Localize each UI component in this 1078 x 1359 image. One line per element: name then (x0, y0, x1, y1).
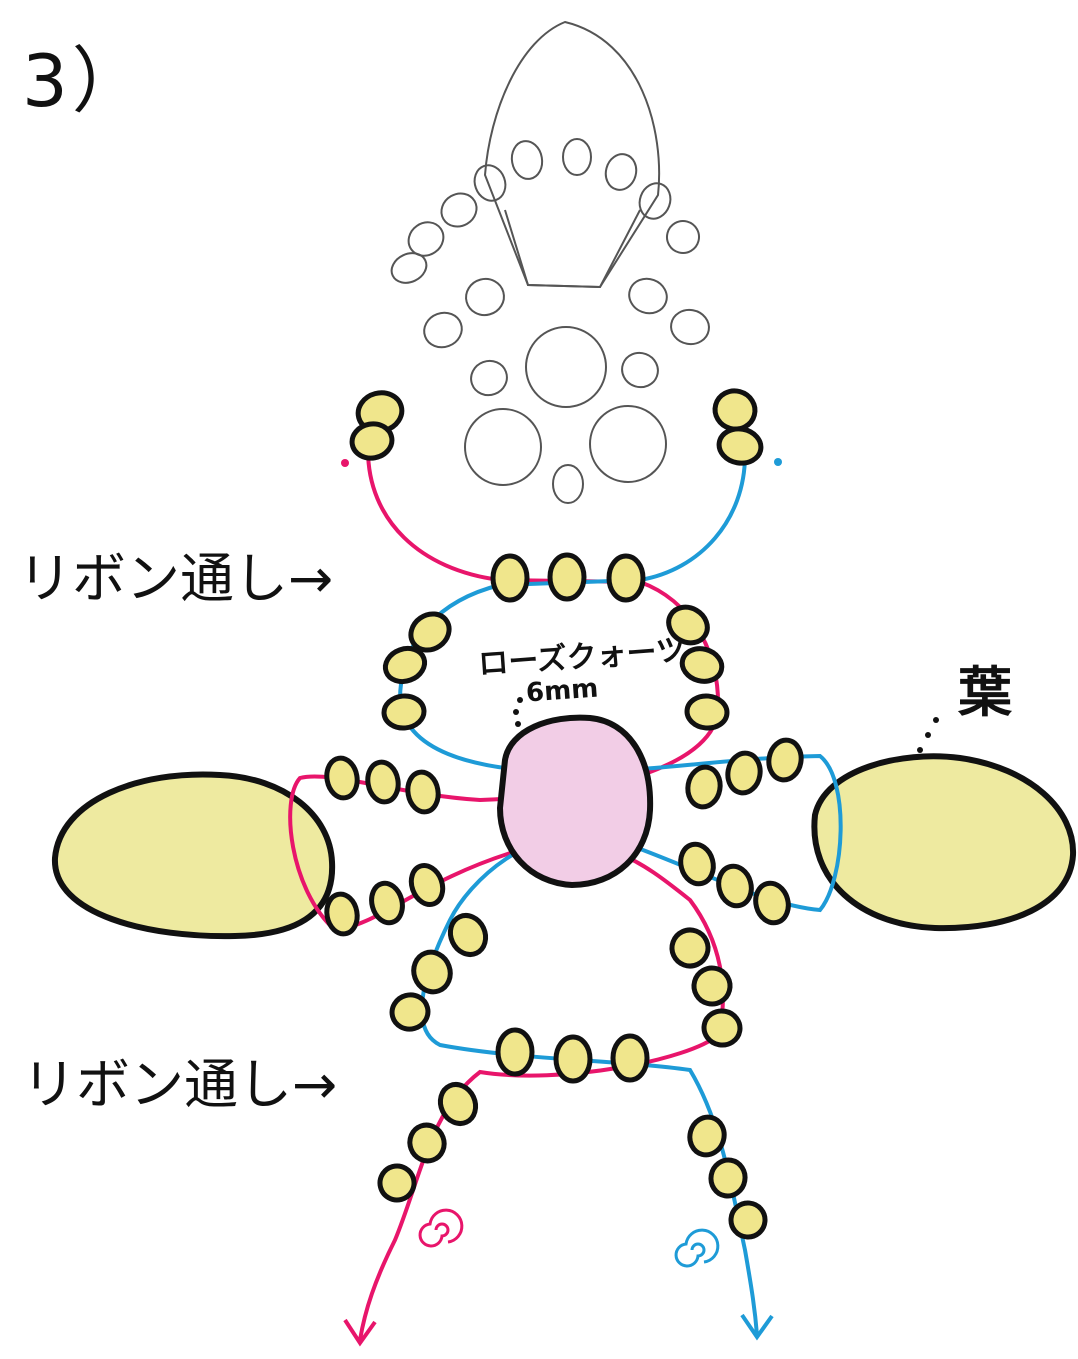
pointer-dot (933, 717, 939, 723)
seed-bead (553, 1034, 593, 1084)
sketch-bead (390, 252, 428, 284)
thread-ends (341, 458, 939, 1347)
sketch-round-bead (464, 408, 542, 486)
leaf-right (811, 753, 1077, 932)
sketch-bead (628, 277, 668, 315)
seed-beads (324, 388, 804, 1240)
sketch-bead (670, 308, 710, 346)
seed-bead (725, 750, 763, 796)
center-bead (496, 714, 654, 889)
pointer-dot (515, 721, 521, 727)
leaf-left (51, 771, 336, 940)
seed-bead (716, 863, 754, 909)
seed-bead (405, 769, 441, 815)
arrowhead-blue (740, 1313, 774, 1341)
sketch-drop-outline (483, 20, 661, 289)
seed-bead (728, 1200, 768, 1240)
sketch-bead (638, 182, 672, 220)
seed-bead (382, 645, 428, 685)
seed-bead (411, 949, 453, 995)
ribbon-through-label-top: リボン通し→ (18, 547, 334, 610)
seed-bead (349, 421, 395, 461)
sketch-bead (621, 351, 659, 389)
sketch-bead (666, 220, 700, 254)
seed-bead (669, 927, 711, 969)
sketch-round-bead (525, 326, 607, 408)
sketch-drop-inner (504, 209, 641, 289)
seed-bead (753, 880, 791, 926)
thread-start-dot-pink (341, 459, 349, 467)
seed-bead (408, 611, 452, 653)
seed-bead (685, 764, 723, 810)
sketch-bead (510, 140, 544, 180)
seed-bead (407, 1122, 447, 1164)
seed-bead (701, 1008, 743, 1048)
sketch-round-bead (589, 405, 667, 483)
spiral-end-pink (418, 1208, 464, 1248)
seed-bead (381, 693, 427, 731)
sketch-bead (562, 138, 592, 176)
leaf-label: 葉 (958, 661, 1012, 724)
seed-bead (666, 604, 710, 646)
seed-bead (547, 552, 587, 602)
seed-bead (716, 426, 764, 466)
sketch-bead (604, 153, 638, 191)
ribbon-through-label-bottom: リボン通し→ (22, 1053, 338, 1116)
seed-bead (490, 553, 530, 603)
seed-bead (377, 1163, 417, 1203)
seed-bead (324, 755, 360, 801)
seed-bead (606, 553, 646, 603)
seed-bead (679, 646, 725, 684)
sketch-bead (407, 221, 445, 257)
arrowhead-pink (343, 1318, 377, 1347)
pointer-dot (517, 697, 523, 703)
step-number: 3） (22, 39, 148, 123)
seed-bead (678, 841, 716, 887)
sketch-bead (423, 311, 463, 349)
seed-bead (495, 1027, 535, 1077)
sketch-bead (440, 192, 478, 228)
seed-bead (712, 388, 758, 432)
center-bead-shape (496, 714, 654, 889)
pointer-dot (513, 709, 519, 715)
center-bead-size-label: 6mm (525, 673, 600, 709)
previous-step-sketch (390, 20, 710, 504)
sketch-bead (473, 164, 507, 202)
spiral-end-blue (674, 1228, 720, 1268)
seed-bead (365, 759, 401, 805)
sketch-bead (470, 359, 508, 397)
seed-bead (408, 863, 446, 907)
seed-bead (766, 737, 804, 783)
seed-bead (447, 913, 489, 957)
pointer-dot (917, 747, 923, 753)
thread-start-dot-blue (774, 458, 782, 466)
sketch-bead (465, 277, 505, 317)
seed-bead (389, 992, 431, 1032)
seed-bead (610, 1033, 650, 1083)
leaves (51, 753, 1077, 940)
seed-bead (684, 693, 730, 731)
seed-bead (369, 880, 405, 926)
seed-bead (691, 965, 733, 1007)
seed-bead (324, 891, 360, 937)
seed-bead (437, 1082, 479, 1126)
seed-bead (687, 1114, 727, 1158)
seed-bead (708, 1157, 748, 1199)
pointer-dot (925, 732, 931, 738)
sketch-bead (552, 464, 584, 504)
